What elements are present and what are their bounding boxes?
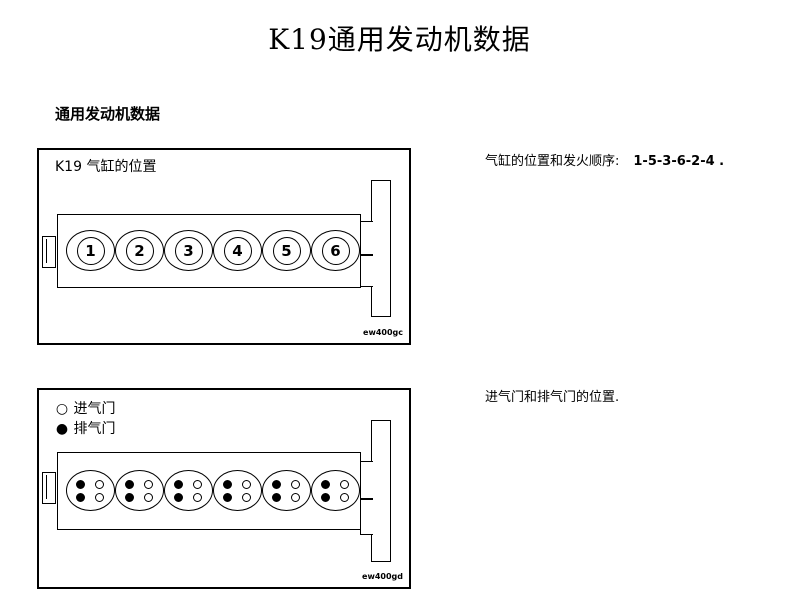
intake-valve bbox=[95, 492, 104, 502]
cylinder-1 bbox=[66, 470, 115, 511]
flywheel bbox=[360, 180, 391, 317]
exhaust-valve bbox=[272, 479, 281, 489]
description-text: 气缸的位置和发火顺序: bbox=[485, 154, 620, 169]
flywheel-segment bbox=[360, 221, 373, 255]
cylinder-4: 4 bbox=[213, 230, 262, 271]
valve-position-description: 进气门和排气门的位置. bbox=[485, 390, 620, 405]
exhaust-valve bbox=[174, 492, 183, 502]
intake-valve bbox=[242, 479, 251, 489]
figure-code: ew400gc bbox=[363, 328, 403, 337]
exhaust-valve bbox=[223, 492, 232, 502]
exhaust-valve bbox=[125, 479, 134, 489]
cylinder-4 bbox=[213, 470, 262, 511]
legend-text: 排气门 bbox=[73, 421, 116, 437]
cylinder-6 bbox=[311, 470, 360, 511]
intake-valve bbox=[144, 479, 153, 489]
diagram-label: K19 气缸的位置 bbox=[55, 159, 157, 175]
cylinder-2: 2 bbox=[115, 230, 164, 271]
legend-intake: ○ 进气门 bbox=[55, 398, 116, 418]
intake-valve bbox=[193, 479, 202, 489]
exhaust-valve bbox=[76, 479, 85, 489]
flywheel-segment bbox=[360, 461, 373, 499]
page-title: K19通用发动机数据 bbox=[268, 23, 531, 56]
cylinder-5 bbox=[262, 470, 311, 511]
cylinder-position-diagram: K19 气缸的位置 1 2 3 4 5 6 ew400gc bbox=[37, 148, 411, 345]
cylinder-5: 5 bbox=[262, 230, 311, 271]
intake-valve bbox=[291, 492, 300, 502]
intake-valve bbox=[95, 479, 104, 489]
firing-order-description: 气缸的位置和发火顺序: 1-5-3-6-2-4 . bbox=[485, 150, 724, 169]
crank-pulley bbox=[42, 236, 56, 268]
intake-valve bbox=[291, 479, 300, 489]
intake-valve bbox=[340, 479, 349, 489]
engine-block bbox=[57, 452, 361, 530]
flywheel bbox=[360, 420, 391, 562]
flywheel-segment bbox=[360, 499, 373, 535]
intake-valve bbox=[340, 492, 349, 502]
crank-pulley bbox=[42, 472, 56, 504]
intake-valve bbox=[242, 492, 251, 502]
cylinder-1: 1 bbox=[66, 230, 115, 271]
exhaust-valve-symbol: ● bbox=[55, 421, 69, 437]
flywheel-segment bbox=[360, 255, 373, 287]
cylinder-2 bbox=[115, 470, 164, 511]
cylinder-number: 5 bbox=[272, 236, 301, 265]
exhaust-valve bbox=[76, 492, 85, 502]
exhaust-valve bbox=[125, 492, 134, 502]
exhaust-valve bbox=[272, 492, 281, 502]
engine-block: 1 2 3 4 5 6 bbox=[57, 214, 361, 288]
cylinder-number: 1 bbox=[76, 236, 105, 265]
exhaust-valve bbox=[321, 479, 330, 489]
section-heading: 通用发动机数据 bbox=[55, 105, 161, 123]
intake-valve bbox=[193, 492, 202, 502]
legend-text: 进气门 bbox=[73, 401, 116, 417]
exhaust-valve bbox=[223, 479, 232, 489]
cylinder-number: 6 bbox=[321, 236, 350, 265]
figure-code: ew400gd bbox=[362, 572, 403, 581]
intake-valve bbox=[144, 492, 153, 502]
cylinder-6: 6 bbox=[311, 230, 360, 271]
cylinder-3 bbox=[164, 470, 213, 511]
firing-order-value: 1-5-3-6-2-4 . bbox=[633, 154, 725, 169]
exhaust-valve bbox=[321, 492, 330, 502]
intake-valve-symbol: ○ bbox=[55, 401, 69, 417]
valve-position-diagram: ○ 进气门 ● 排气门 ew400gd bbox=[37, 388, 411, 589]
legend-exhaust: ● 排气门 bbox=[55, 418, 116, 438]
cylinder-number: 4 bbox=[223, 236, 252, 265]
exhaust-valve bbox=[174, 479, 183, 489]
cylinder-number: 3 bbox=[174, 236, 203, 265]
cylinder-3: 3 bbox=[164, 230, 213, 271]
cylinder-number: 2 bbox=[125, 236, 154, 265]
